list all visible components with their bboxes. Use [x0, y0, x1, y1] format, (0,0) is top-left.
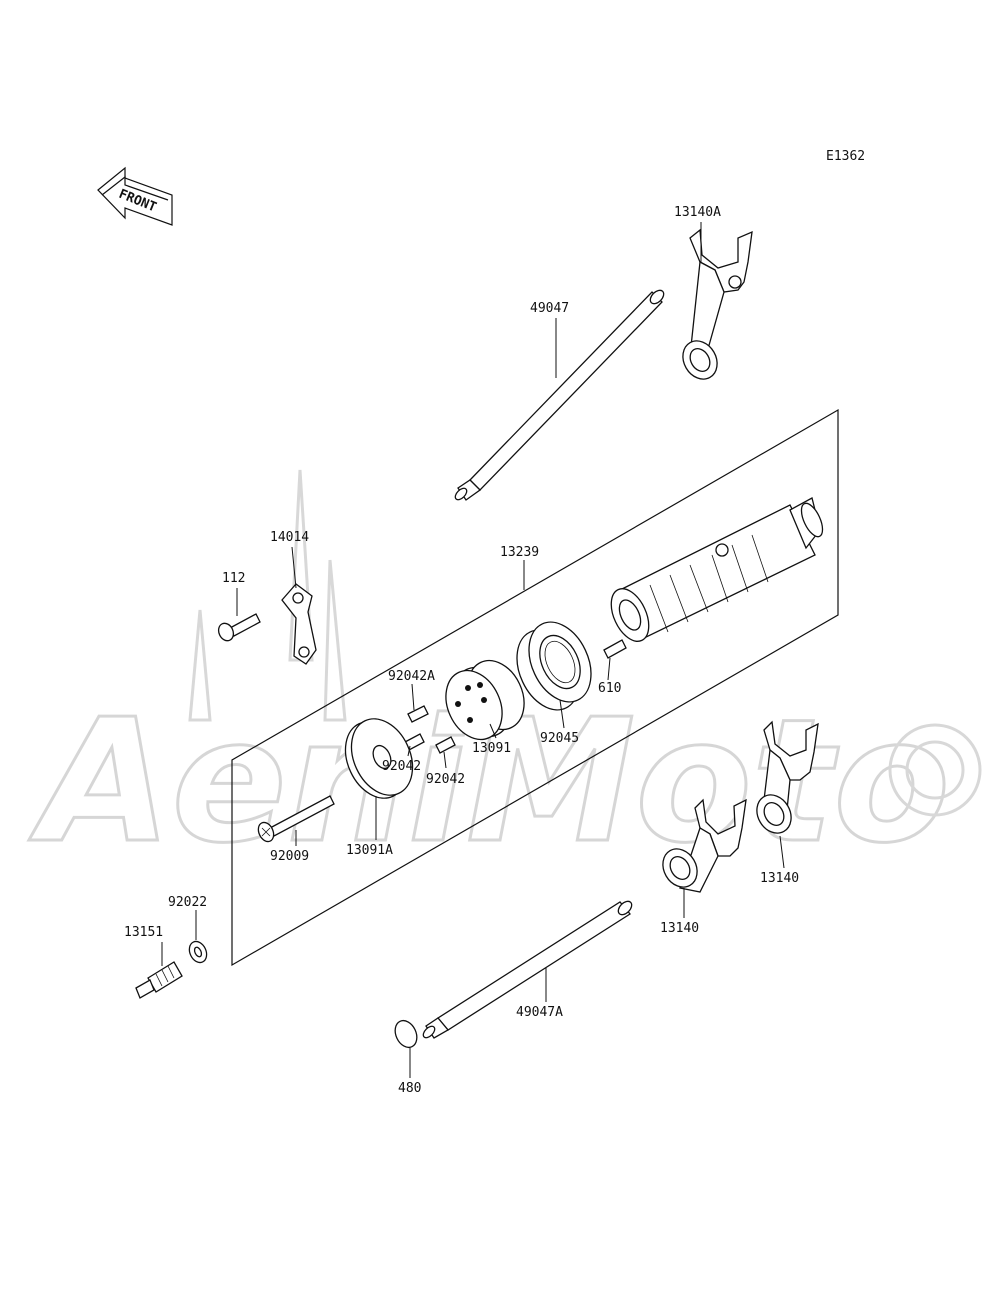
front-arrow-icon: FRONT: [97, 166, 173, 226]
callout-92042a: 92042A: [388, 669, 435, 684]
shift-drum: [610, 497, 824, 642]
drum-assembly-outline: [231, 408, 839, 967]
cam-plate: [344, 718, 414, 799]
shift-drum-cam: [445, 659, 525, 741]
callout-610: 610: [598, 681, 621, 696]
circlip: [394, 1019, 418, 1049]
shift-fork-lower-left: [662, 798, 747, 893]
positioning-plate: [281, 583, 317, 665]
callout-92042-b: 92042: [382, 759, 421, 774]
callout-13239: 13239: [500, 545, 539, 560]
callout-112: 112: [222, 571, 245, 586]
diagram-code: E1362: [826, 149, 865, 164]
callout-480: 480: [398, 1081, 421, 1096]
shift-rod-upper: [454, 289, 665, 501]
callout-13140-right: 13140: [760, 871, 799, 886]
callout-49047a: 49047A: [516, 1005, 563, 1020]
pin-610: [603, 639, 627, 659]
bolt-small: [217, 613, 261, 642]
pin-92042a: [407, 705, 429, 723]
front-arrow-label: FRONT: [117, 187, 159, 216]
pin-92042-c: [435, 736, 456, 754]
callout-13140a: 13140A: [674, 205, 721, 220]
callout-13091: 13091: [472, 741, 511, 756]
callout-92045: 92045: [540, 731, 579, 746]
callout-49047: 49047: [530, 301, 569, 316]
neutral-switch: [135, 961, 183, 999]
callout-92009: 92009: [270, 849, 309, 864]
callout-92042-c: 92042: [426, 772, 465, 787]
callout-92022: 92022: [168, 895, 207, 910]
callout-13091a: 13091A: [346, 843, 393, 858]
washer: [188, 940, 208, 964]
shift-fork-lower-right: [756, 720, 819, 834]
bearing: [516, 621, 592, 711]
shift-rod-lower: [422, 900, 633, 1039]
leader-lines: [161, 222, 785, 1078]
callout-14014: 14014: [270, 530, 309, 545]
shift-fork-upper: [682, 228, 753, 380]
screw: [257, 795, 335, 843]
callout-13151: 13151: [124, 925, 163, 940]
callout-13140-left: 13140: [660, 921, 699, 936]
